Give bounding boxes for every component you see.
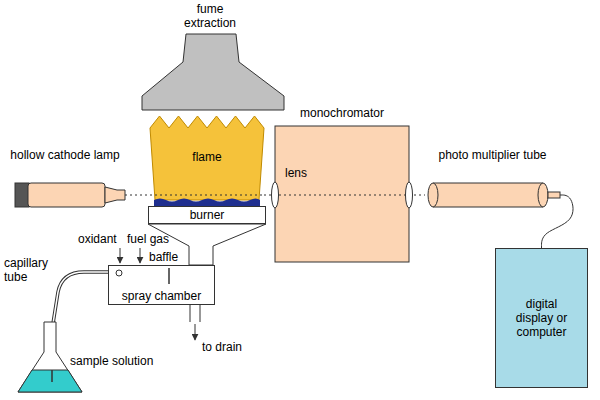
- light-beam: [279, 195, 405, 196]
- node-text: digital display or computer: [513, 297, 571, 339]
- tube-outline: [433, 183, 543, 207]
- monochromator: monochromator: [275, 106, 409, 262]
- node-text: monochromator: [275, 106, 409, 120]
- sample-liquid: [18, 370, 82, 392]
- lamp: hollow cathode lamp: [5, 148, 125, 208]
- burner-flame-base: [154, 199, 260, 207]
- lens-symbol: [406, 182, 413, 208]
- node-text: burner: [190, 208, 225, 222]
- node-text: spray chamber: [109, 289, 214, 303]
- burner-head: burner: [148, 206, 266, 224]
- lens-symbol: [272, 182, 279, 208]
- tube-end: [538, 183, 548, 207]
- part-label: capillary tube: [4, 256, 56, 284]
- drain-arrow: [195, 324, 196, 340]
- nebuliser: [116, 270, 122, 276]
- capillary-in-liquid: [51, 370, 53, 382]
- output-label: to drain: [202, 340, 242, 354]
- lamp-body: [28, 183, 105, 207]
- photomultiplier-tube: photo multiplier tube: [425, 148, 560, 208]
- tube-connector: [548, 192, 560, 198]
- node-text: hollow cathode lamp: [5, 148, 125, 162]
- flame: flame: [150, 112, 264, 206]
- fuel-gas-arrow: [140, 248, 141, 263]
- light-beam: [125, 195, 150, 196]
- part-label: fume extraction: [175, 2, 245, 30]
- fume-hood: [142, 34, 284, 110]
- tube-body: [433, 183, 543, 207]
- lamp-cap: [15, 183, 29, 207]
- monochromator-box: [275, 126, 409, 262]
- oxidant-arrow: [120, 248, 121, 263]
- node-text: photo multiplier tube: [425, 148, 560, 162]
- lamp-tip: [105, 187, 125, 203]
- input-label: fuel gas: [127, 232, 169, 246]
- drain-tube: [190, 305, 200, 322]
- display-box: digital display or computer: [495, 248, 588, 388]
- part-label: sample solution: [70, 354, 153, 368]
- light-beam: [150, 195, 264, 196]
- monochromator-shape: [275, 106, 409, 262]
- part-label: baffle: [149, 250, 178, 264]
- flame-shape: [150, 116, 264, 200]
- input-label: oxidant: [78, 232, 117, 246]
- spray-chamber: spray chamber: [108, 265, 215, 305]
- baffle-plate: [168, 268, 170, 284]
- tube-end: [428, 183, 438, 207]
- part-label: lens: [285, 166, 307, 180]
- node-text: flame: [150, 150, 264, 164]
